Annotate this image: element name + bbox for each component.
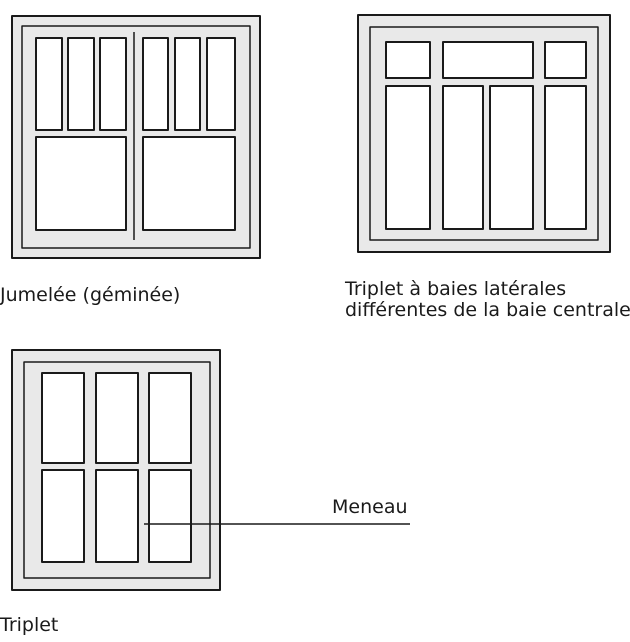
caption-triplet-different-line2: différentes de la baie centrale bbox=[345, 299, 630, 321]
caption-triplet-different: Triplet à baies latérales différentes de… bbox=[345, 279, 630, 321]
window-jumelee bbox=[11, 15, 261, 259]
window-triplet-different bbox=[357, 14, 611, 253]
window-triplet bbox=[11, 349, 221, 591]
caption-triplet: Triplet bbox=[0, 614, 59, 636]
caption-jumelee: Jumelée (géminée) bbox=[0, 284, 181, 306]
label-meneau: Meneau bbox=[332, 496, 408, 518]
caption-triplet-different-line1: Triplet à baies latérales bbox=[345, 278, 567, 300]
